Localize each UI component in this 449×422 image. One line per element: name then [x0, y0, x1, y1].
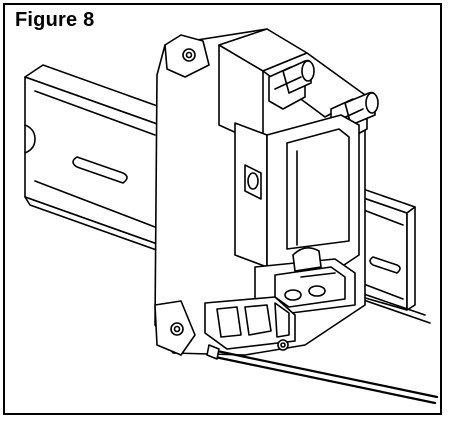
din-rail-left-section	[25, 65, 177, 253]
terminal-screw-1	[269, 61, 314, 110]
din-release-clip	[205, 297, 295, 350]
contact-hole-1	[285, 290, 301, 300]
relay-socket-recess	[235, 115, 359, 271]
screwdriver	[207, 345, 437, 403]
device-illustration	[5, 5, 440, 413]
figure-frame: Figure 8	[3, 3, 442, 415]
figure-caption: Figure 8	[15, 9, 95, 31]
contact-hole-2	[309, 286, 325, 296]
din-rail-right-section	[355, 189, 430, 323]
